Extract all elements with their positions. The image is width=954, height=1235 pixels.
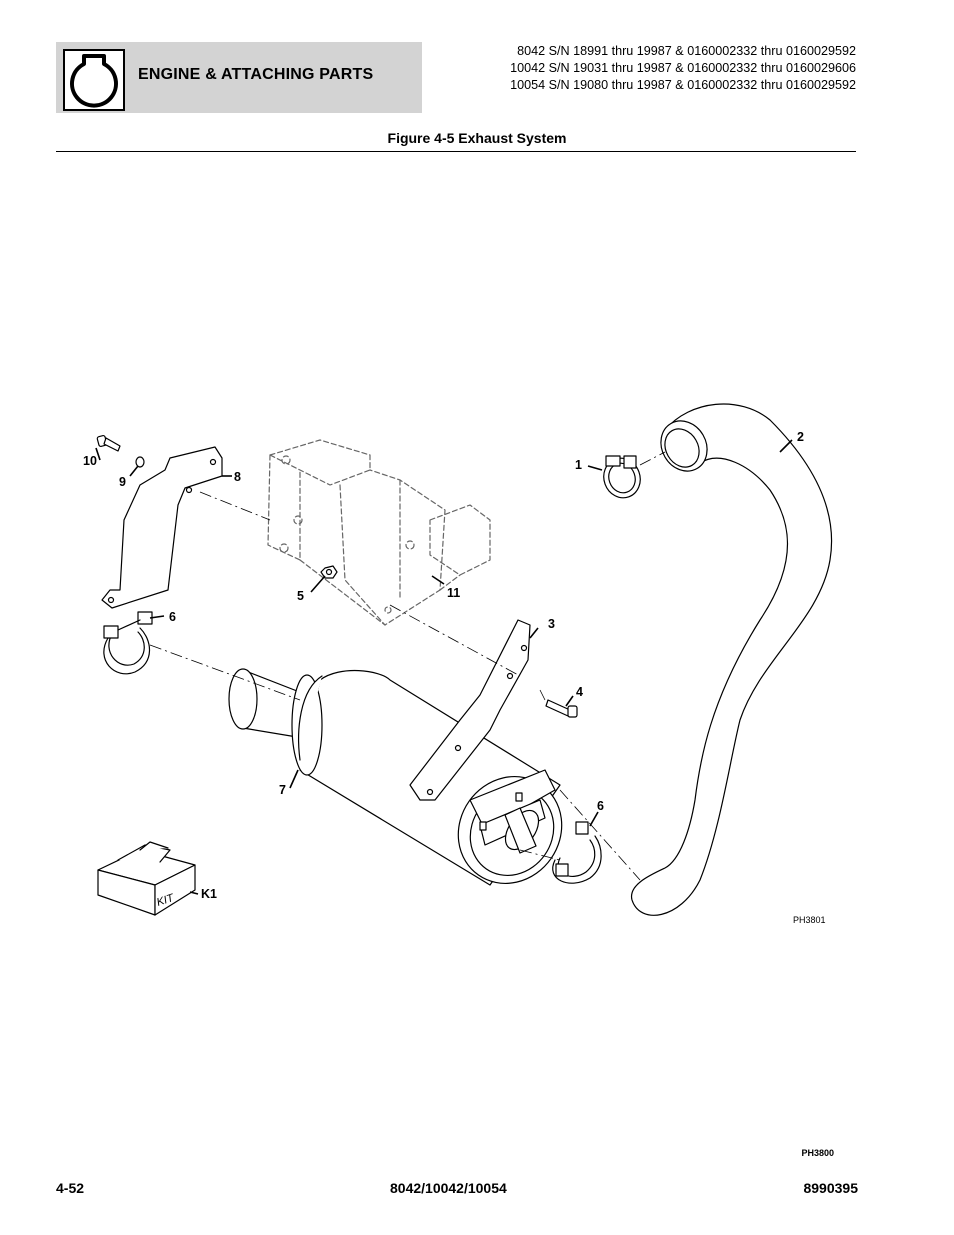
callout-labels: 2 1 8 9 10 5 11 3 4 6 7 6 K1 KIT PH3801 <box>83 430 826 925</box>
section-header-box: ENGINE & ATTACHING PARTS <box>56 42 422 113</box>
callout-2: 2 <box>797 430 804 444</box>
callout-k1: K1 <box>201 887 217 901</box>
strap-hole <box>520 644 528 652</box>
assembly-axis-lines <box>149 451 666 881</box>
bolt-10 <box>96 434 121 452</box>
callout-6-left: 6 <box>169 610 176 624</box>
callout-11: 11 <box>447 586 460 600</box>
nut-5 <box>320 565 338 579</box>
callout-6-right: 6 <box>597 799 604 813</box>
frame-bracket-outline <box>267 439 491 626</box>
tailpipe-2 <box>631 403 833 916</box>
kit-box-text: KIT <box>155 892 176 909</box>
section-title: ENGINE & ATTACHING PARTS <box>138 66 374 83</box>
bracket-hole <box>209 458 217 466</box>
bracket-hole <box>185 486 193 494</box>
bracket-hole <box>107 596 115 604</box>
kit-box-k1 <box>97 841 196 916</box>
callout-5: 5 <box>297 589 304 603</box>
callout-9: 9 <box>119 475 126 489</box>
hanger-bracket <box>101 446 223 609</box>
serial-line: 10042 S/N 19031 thru 19987 & 0160002332 … <box>510 61 856 75</box>
strap-hole <box>506 672 514 680</box>
serial-line: 8042 S/N 18991 thru 19987 & 0160002332 t… <box>517 44 856 58</box>
callout-4: 4 <box>576 685 583 699</box>
engine-icon <box>63 49 125 111</box>
clamp-1 <box>603 455 641 499</box>
callout-7: 7 <box>279 783 286 797</box>
page-image-code: PH3800 <box>801 1148 834 1158</box>
callout-leaders <box>95 439 793 895</box>
strap-hole <box>454 744 462 752</box>
serial-line: 10054 S/N 19080 thru 19987 & 0160002332 … <box>510 78 856 92</box>
callout-8: 8 <box>234 470 241 484</box>
callout-3: 3 <box>548 617 555 631</box>
figure-title: Figure 4-5 Exhaust System <box>387 130 567 146</box>
header-divider <box>56 151 856 152</box>
image-code: PH3801 <box>793 915 826 925</box>
callout-10: 10 <box>83 454 97 468</box>
document-number: 8990395 <box>803 1180 858 1196</box>
model-numbers: 8042/10042/10054 <box>390 1180 507 1196</box>
strap-hole <box>426 788 434 796</box>
washer-9 <box>135 456 145 468</box>
clamp-6-left <box>103 611 153 675</box>
callout-1: 1 <box>575 458 582 472</box>
clamp-6-right <box>552 821 602 884</box>
page-number: 4-52 <box>56 1180 85 1196</box>
muffler-strap-3 <box>409 619 531 801</box>
bolt-4 <box>545 699 578 718</box>
serial-range-list: 8042 S/N 18991 thru 19987 & 0160002332 t… <box>510 43 856 94</box>
